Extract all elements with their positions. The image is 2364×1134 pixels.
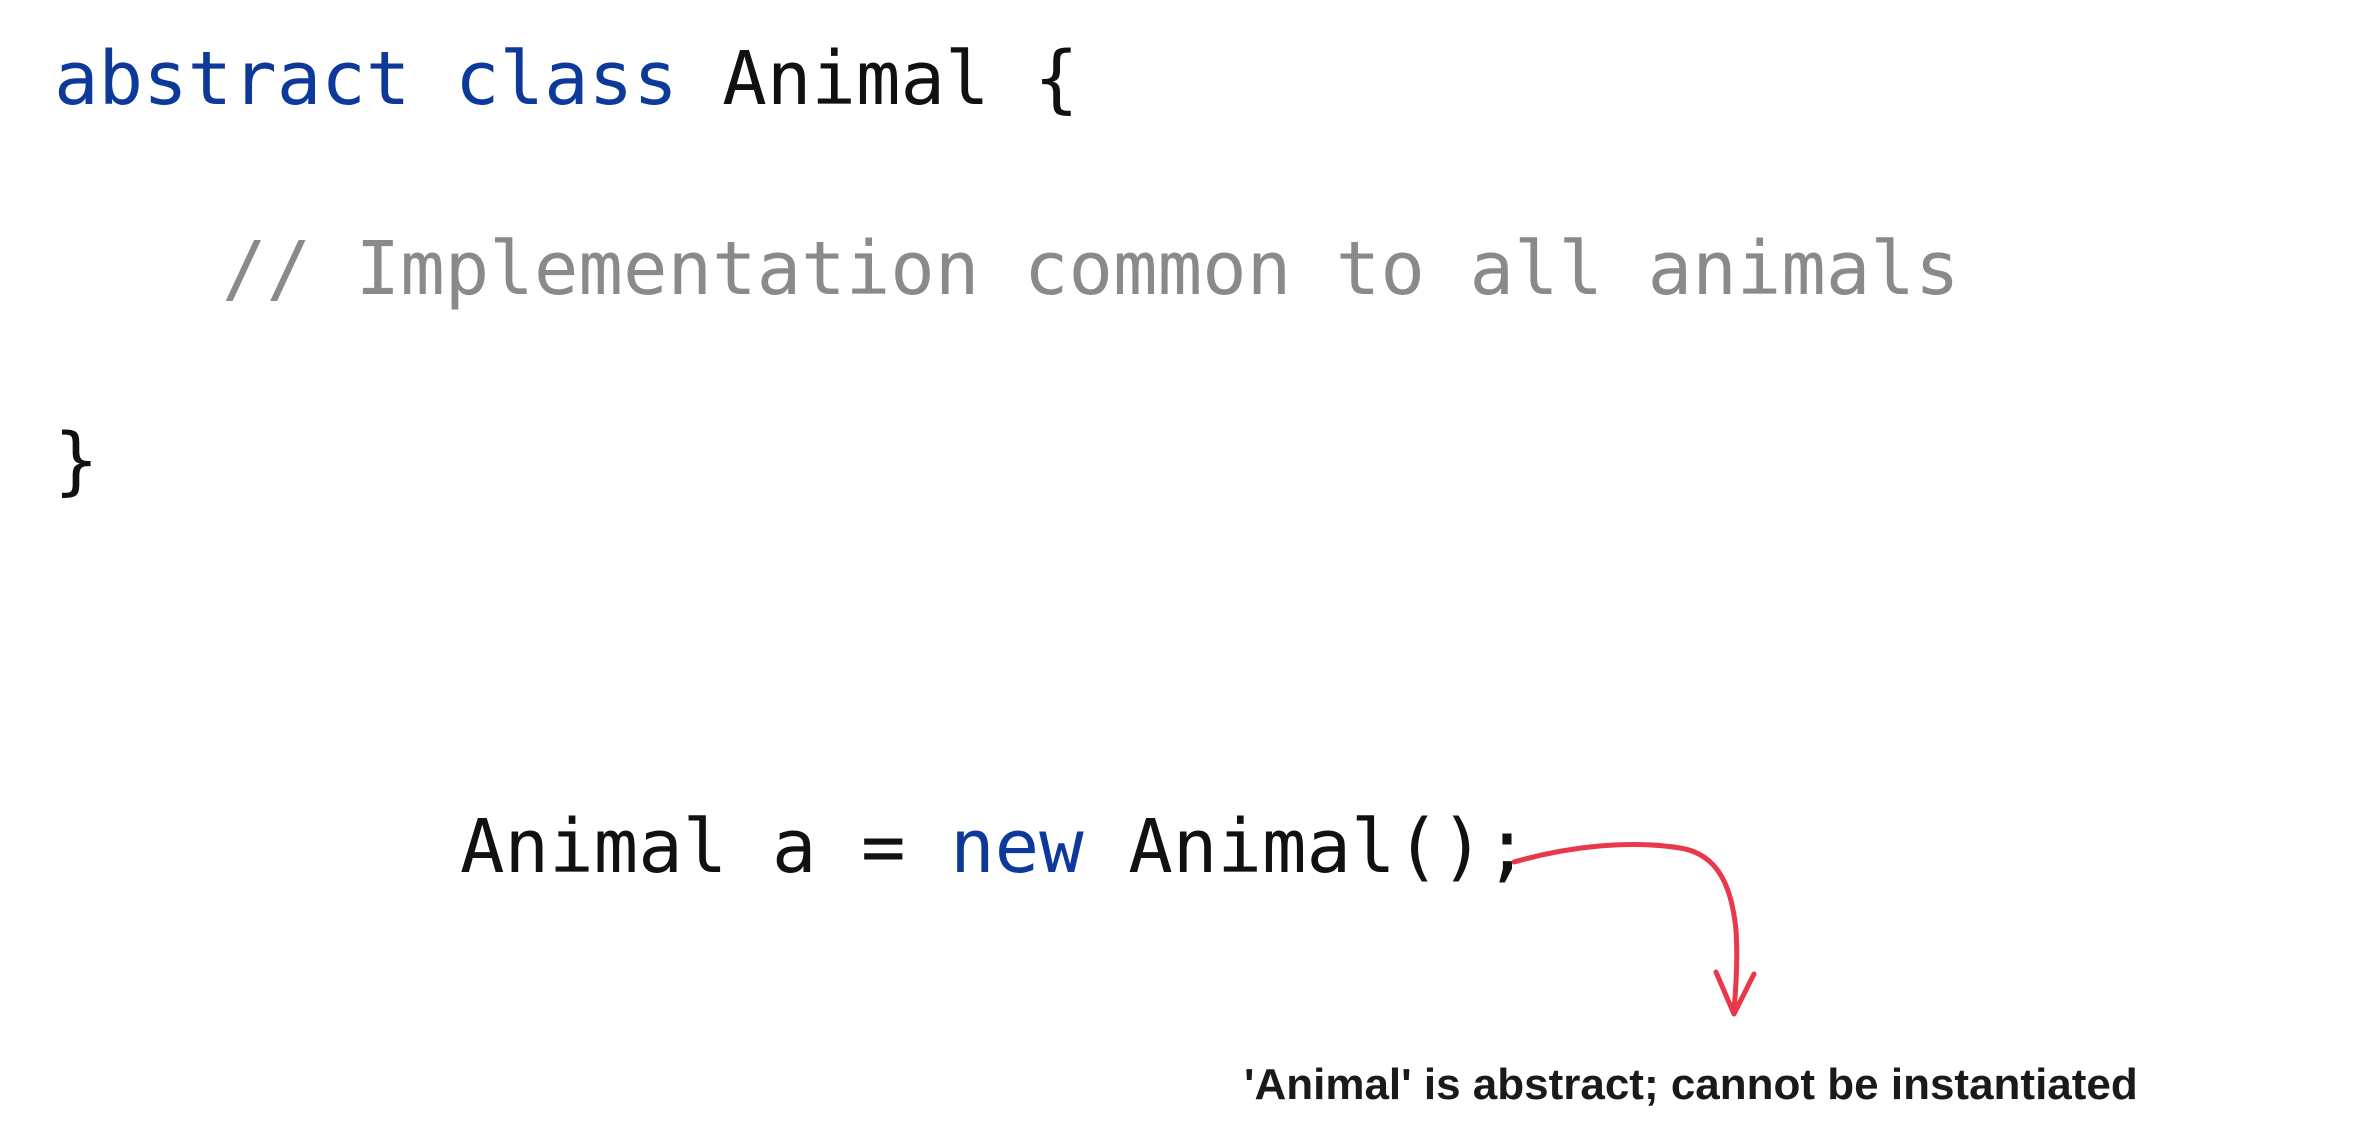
instantiation-rhs: Animal(); <box>1083 804 1530 890</box>
instantiation-lhs: Animal a = <box>460 804 951 890</box>
code-comment: // Implementation common to all animals <box>222 226 1960 312</box>
keyword-abstract: abstract <box>54 36 411 122</box>
code-line-instantiation: Animal a = new Animal(); <box>460 810 1529 884</box>
annotation-arrow-icon <box>1511 841 1757 1017</box>
code-line-close-brace: } <box>54 424 99 498</box>
keyword-class: class <box>454 36 678 122</box>
code-line-comment: // Implementation common to all animals <box>222 232 1960 306</box>
error-annotation-text: 'Animal' is abstract; cannot be instanti… <box>1244 1060 2138 1109</box>
code-space <box>410 36 455 122</box>
class-name-open-brace: Animal { <box>677 36 1079 122</box>
code-line-class-declaration: abstract class Animal { <box>54 42 1079 116</box>
close-brace: } <box>54 418 99 504</box>
keyword-new: new <box>950 804 1084 890</box>
